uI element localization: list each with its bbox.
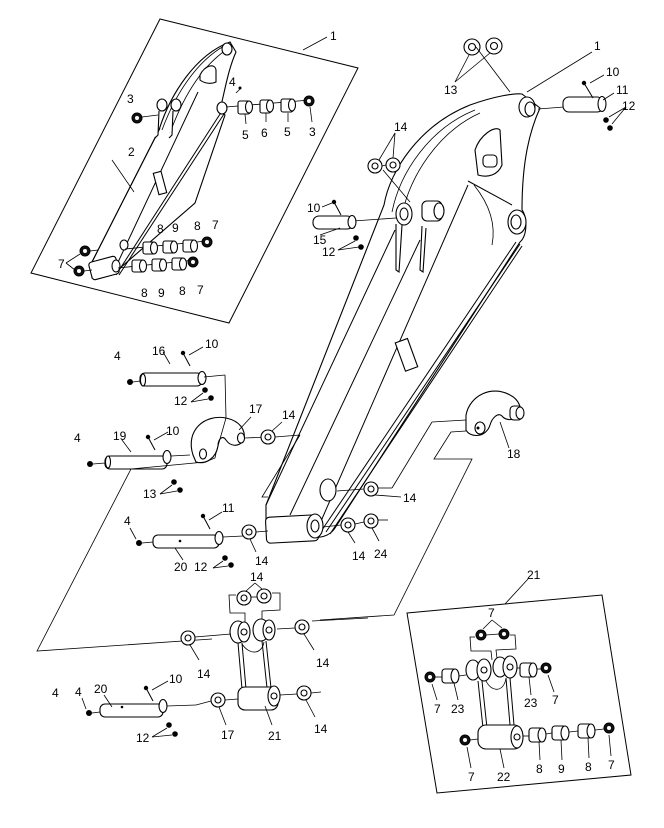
- inset-frame: [406, 594, 632, 794]
- link-18: [465, 390, 525, 449]
- pin-19: [87, 431, 191, 495]
- callout-4-inner: 4: [75, 685, 82, 699]
- callout-8-top-b: 8: [194, 219, 201, 233]
- callout-1-main: 1: [594, 39, 601, 53]
- callout-11-c: 11: [222, 501, 235, 515]
- bushing-rows-lower: [73, 236, 213, 277]
- callout-10-mid: 10: [307, 201, 321, 215]
- assembly-line: [261, 434, 301, 498]
- callout-4: 4: [229, 75, 236, 89]
- callout-4-outer: 4: [52, 686, 59, 700]
- link-21-assembly: [180, 582, 322, 726]
- arm-body: [88, 41, 237, 281]
- callout-10-bottom: 10: [169, 672, 183, 686]
- pin-15: [312, 199, 397, 251]
- pin-16: [127, 346, 227, 419]
- callout-24: 24: [374, 547, 388, 561]
- callout-14-top-bottom: 14: [250, 570, 264, 584]
- callout-12-a: 12: [174, 394, 188, 408]
- callout-9-inset: 9: [558, 762, 565, 776]
- callout-1: 1: [330, 29, 337, 43]
- callout-11-top: 11: [616, 83, 629, 97]
- callout-12-c: 12: [194, 560, 208, 574]
- callout-2: 2: [128, 145, 135, 159]
- callout-7-inset-right: 7: [552, 693, 559, 707]
- callout-7-bot: 7: [197, 283, 204, 297]
- callout-12-top: 12: [622, 99, 636, 113]
- callout-13-b: 13: [143, 487, 157, 501]
- callout-9-top: 9: [172, 221, 179, 235]
- callout-8-bot-a: 8: [141, 286, 148, 300]
- callout-8-inset-b: 8: [585, 760, 592, 774]
- callout-8-inset-a: 8: [536, 762, 543, 776]
- pin-11: [537, 74, 627, 131]
- assembly-line: [36, 417, 227, 652]
- callout-7-top: 7: [212, 218, 219, 232]
- callout-20-b: 20: [94, 682, 108, 696]
- assembly-line: [311, 617, 369, 622]
- callout-3-left: 3: [127, 92, 134, 106]
- callout-10-top: 10: [606, 65, 620, 79]
- callout-18: 18: [507, 447, 521, 461]
- callout-14-bottom-right: 14: [314, 722, 328, 736]
- callout-5b: 5: [284, 125, 291, 139]
- callout-4-a: 4: [114, 349, 121, 363]
- callout-10-a: 10: [205, 337, 219, 351]
- callout-21-inset: 21: [527, 568, 541, 582]
- bushing-row: [225, 95, 315, 125]
- shims-14-left: [367, 132, 411, 203]
- callout-23-right: 23: [524, 696, 538, 710]
- main-arm: [265, 93, 541, 544]
- callout-8-bot-b: 8: [179, 284, 186, 298]
- callout-15: 15: [313, 233, 327, 247]
- callout-4-b: 4: [74, 431, 81, 445]
- callout-13-top: 13: [444, 83, 458, 97]
- callout-6: 6: [261, 126, 268, 140]
- callout-20-a: 20: [174, 560, 188, 574]
- callout-22: 22: [497, 770, 511, 784]
- callout-7-inset-top: 7: [488, 606, 495, 620]
- inset-arm-assembly: 1 2 3: [30, 18, 359, 324]
- leader: [302, 36, 328, 51]
- callout-9-bot: 9: [158, 286, 165, 300]
- callout-7-inset-left: 7: [434, 702, 441, 716]
- callout-14-right-bottom: 14: [316, 656, 330, 670]
- callout-14-c: 14: [255, 554, 269, 568]
- link-17: [190, 416, 268, 464]
- callout-7-inset-bottom-left: 7: [468, 770, 475, 784]
- assembly-line: [319, 430, 473, 621]
- callout-14-left-bottom: 14: [197, 667, 211, 681]
- callout-12-mid: 12: [322, 245, 336, 259]
- callout-14-b: 14: [403, 491, 417, 505]
- callout-7-left: 7: [58, 257, 65, 271]
- callout-14-upper: 14: [394, 120, 408, 134]
- callout-16: 16: [152, 344, 166, 358]
- callout-12-bottom: 12: [136, 731, 150, 745]
- callout-17-a: 17: [249, 402, 263, 416]
- callout-14-d: 14: [352, 549, 366, 563]
- callout-19: 19: [113, 429, 127, 443]
- callout-23-left: 23: [451, 702, 465, 716]
- callout-3-right: 3: [309, 125, 316, 139]
- inset-frame: [30, 18, 359, 324]
- callout-17-bottom: 17: [221, 728, 235, 742]
- pin-20-upper: [129, 511, 269, 569]
- callout-8-top-a: 8: [157, 222, 164, 236]
- inset-link-assembly: 21: [406, 568, 632, 794]
- callout-14-a: 14: [282, 408, 296, 422]
- callout-10-b: 10: [166, 424, 180, 438]
- shims-lower: [322, 419, 467, 544]
- pin-20-lower: [81, 680, 197, 738]
- shims-13: [454, 37, 511, 93]
- callout-4-c: 4: [124, 514, 131, 528]
- callout-5a: 5: [242, 128, 249, 142]
- callout-21-bottom: 21: [268, 729, 282, 743]
- callout-7-inset-end: 7: [608, 758, 615, 772]
